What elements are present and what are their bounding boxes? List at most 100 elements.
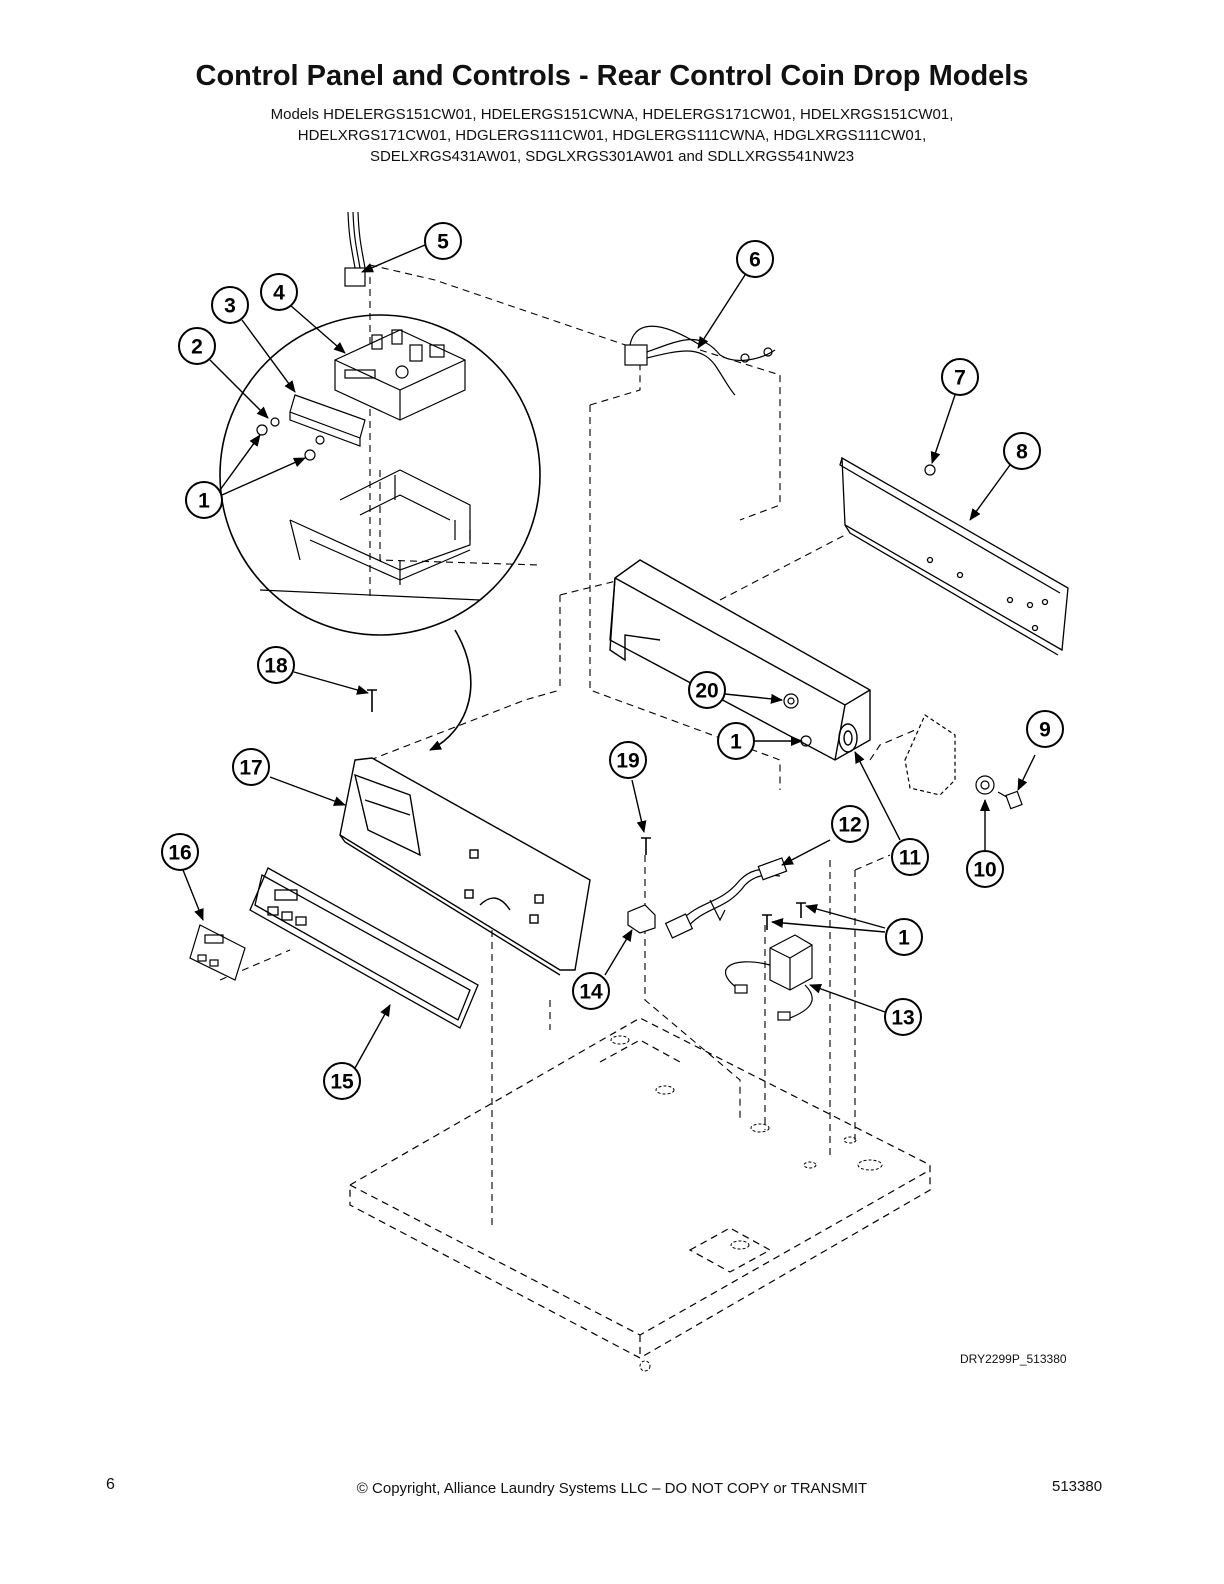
callout-badges: 5 6 4 3 2 7 8 1 18 20 1 9 19 17 12 16 11… [161, 222, 1064, 1100]
screw-1-lower-b [796, 902, 806, 918]
cabinet-top-outline [349, 1017, 931, 1359]
callout-4-label: 4 [273, 282, 285, 305]
callout-19: 19 [609, 741, 647, 779]
callout-8: 8 [1003, 432, 1041, 470]
callout-6-label: 6 [749, 249, 761, 272]
leader-9 [1017, 754, 1036, 791]
overlay-panel [249, 867, 479, 1029]
callout-10: 10 [966, 850, 1004, 888]
leader-15 [354, 1004, 391, 1069]
switch-harness [664, 857, 788, 939]
callout-1a: 1 [185, 481, 223, 519]
callout-1b-label: 1 [730, 731, 742, 754]
leader-1a-2 [221, 457, 306, 496]
control-housing [609, 559, 871, 761]
callout-15: 15 [323, 1062, 361, 1100]
callout-leaders [182, 244, 1036, 1069]
leader-8 [969, 464, 1011, 521]
screw-19 [641, 837, 651, 855]
control-board [334, 329, 466, 421]
callout-13: 13 [884, 998, 922, 1036]
lock-washer [975, 775, 995, 795]
leader-7 [930, 394, 956, 464]
callout-2-label: 2 [191, 336, 203, 359]
callout-16-label: 16 [168, 842, 191, 865]
callout-1b: 1 [717, 722, 755, 760]
copyright-notice: © Copyright, Alliance Laundry Systems LL… [356, 1480, 868, 1497]
callout-3-label: 3 [224, 295, 236, 318]
leader-6 [697, 274, 746, 349]
callout-11: 11 [891, 838, 929, 876]
leader-4 [289, 304, 346, 354]
leader-1c-2 [805, 904, 886, 929]
model-line: Models HDELERGS151CW01, HDELERGS151CWNA,… [270, 106, 954, 123]
callout-20-label: 20 [695, 680, 718, 703]
screw-18 [367, 689, 377, 712]
detail-pointer-arrow [429, 629, 472, 751]
callout-12-label: 12 [838, 814, 861, 837]
callout-15-label: 15 [330, 1071, 354, 1094]
leader-13 [809, 984, 886, 1013]
leader-20 [724, 693, 783, 704]
assembly-guide-lines [219, 264, 916, 1230]
detail-hardware [256, 417, 325, 461]
screw-7 [924, 464, 936, 476]
document-number: 513380 [1052, 1478, 1103, 1495]
callout-5-label: 5 [437, 231, 449, 254]
callout-14-label: 14 [579, 981, 603, 1004]
page-title: Control Panel and Controls - Rear Contro… [195, 60, 1029, 92]
callout-13-label: 13 [891, 1007, 914, 1030]
model-list: Models HDELERGS151CW01, HDELERGS151CWNA,… [0, 104, 1224, 167]
leader-12 [781, 839, 831, 866]
leader-1c-1 [771, 917, 886, 933]
leader-16 [182, 869, 204, 921]
callout-1c-label: 1 [898, 927, 910, 950]
page-number: 6 [106, 1476, 115, 1493]
callout-4: 4 [260, 273, 298, 311]
wiring-harness [624, 325, 776, 396]
coin-drop-outline [904, 714, 956, 796]
callout-6: 6 [736, 240, 774, 278]
callout-5: 5 [424, 222, 462, 260]
leader-19 [631, 779, 647, 833]
leader-1a-1 [219, 434, 261, 491]
callout-1a-label: 1 [198, 490, 210, 513]
callout-20: 20 [688, 671, 726, 709]
callout-11-label: 11 [899, 847, 922, 870]
callout-17: 17 [232, 748, 270, 786]
transformer [725, 934, 813, 1021]
leader-2 [209, 359, 269, 419]
callout-9-label: 9 [1039, 719, 1051, 742]
bolt [997, 790, 1023, 810]
coin-switch [627, 904, 656, 934]
callout-2: 2 [178, 327, 216, 365]
cabinet-holes [610, 1035, 883, 1372]
keypad-label [189, 924, 246, 981]
callout-19-label: 19 [616, 750, 639, 773]
callout-14: 14 [572, 972, 610, 1010]
harness-connector [344, 211, 366, 287]
leader-5 [361, 244, 426, 273]
callout-9: 9 [1026, 710, 1064, 748]
model-line: SDELXRGS431AW01, SDGLXRGS301AW01 and SDL… [369, 148, 855, 165]
star-washer [783, 693, 799, 709]
callout-3: 3 [211, 286, 249, 324]
leader-17 [269, 776, 346, 806]
drawing-id: DRY2299P_513380 [960, 1352, 1067, 1366]
callout-18: 18 [257, 646, 295, 684]
screw-1-lower-a [762, 914, 772, 930]
leader-14 [604, 929, 633, 976]
bracket [289, 394, 366, 447]
leader-3 [241, 319, 296, 393]
detail-panel-section [259, 469, 481, 601]
callout-17-label: 17 [239, 757, 262, 780]
detail-magnifier-circle [219, 314, 541, 636]
model-line: HDELXRGS171CW01, HDGLERGS111CW01, HDGLER… [297, 127, 927, 144]
control-panel-bezel [339, 757, 591, 976]
callout-16: 16 [161, 833, 199, 871]
callout-1c: 1 [885, 918, 923, 956]
leader-18 [293, 671, 369, 695]
callout-12: 12 [831, 805, 869, 843]
callout-7: 7 [941, 358, 979, 396]
